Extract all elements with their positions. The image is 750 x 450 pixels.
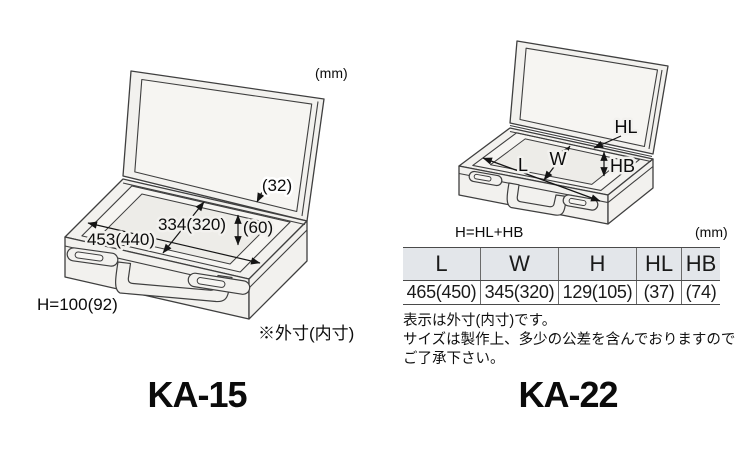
spec-table-value-hb: (74)	[685, 282, 717, 302]
note-line-2: サイズは製作上、多少の公差を含んでおりますので	[403, 331, 736, 348]
spec-table-value-row: 465(450) 345(320) 129(105) (37) (74)	[403, 281, 720, 304]
ka22-label-hl: HL	[614, 117, 637, 137]
note-line-1: 表示は外寸(内寸)です。	[403, 313, 557, 329]
size-notes: 表示は外寸(内寸)です。 サイズは製作上、多少の公差を含んでおりますので ご了承…	[403, 312, 748, 368]
ka22-label-w: W	[550, 149, 567, 169]
ka22-diagram: L W HL HB H=HL+HB (mm)	[455, 40, 728, 242]
ka15-dim-lid-height: (32)	[262, 176, 292, 195]
note-line-3: ご了承下さい。	[403, 350, 505, 367]
spec-table-header-hb: HB	[685, 251, 717, 276]
spec-table: L W H HL HB 465(450) 345(320) 129(105) (…	[403, 247, 720, 305]
model-name-ka15: KA-15	[147, 374, 247, 415]
ka15-latch-right	[187, 272, 251, 295]
ka15-dim-body-height: (60)	[243, 218, 273, 237]
ka15-dim-width: 334(320)	[158, 215, 226, 234]
ka15-case	[64, 70, 325, 320]
spec-table-header-w: W	[481, 248, 559, 280]
spec-table-header-hl: HL	[637, 248, 682, 280]
ka15-dim-length: 453(440)	[87, 230, 155, 249]
ka22-formula: H=HL+HB	[455, 224, 523, 241]
ka22-label-l: L	[518, 155, 528, 175]
ka15-case-lid	[122, 70, 325, 225]
ka15-diagram: 453(440) 334(320) (60) (32) H=100(92) ※外…	[35, 65, 357, 346]
ka15-dimensions: 453(440) 334(320) (60) (32) H=100(92) ※外…	[35, 65, 357, 346]
spec-table-value-l: 465(450)	[403, 281, 481, 304]
spec-table-header-l: L	[403, 248, 481, 280]
spec-table-value-h: 129(105)	[559, 281, 637, 304]
ka22-label-hb: HB	[610, 156, 635, 176]
ka22-dimensions: L W HL HB H=HL+HB (mm)	[455, 115, 728, 242]
spec-table-value-w: 345(320)	[481, 281, 559, 304]
ka22-case-lid	[509, 40, 669, 158]
model-name-ka22: KA-22	[518, 374, 618, 415]
spec-table-value-hl: (37)	[637, 281, 682, 304]
ka22-unit-label: (mm)	[695, 224, 728, 240]
spec-table-header-h: H	[559, 248, 637, 280]
ka15-unit-label: (mm)	[315, 65, 348, 81]
ka15-dim-total-height: H=100(92)	[37, 295, 118, 314]
ka15-dimension-note: ※外寸(内寸)	[258, 324, 354, 343]
spec-table-header-row: L W H HL HB	[403, 248, 720, 281]
